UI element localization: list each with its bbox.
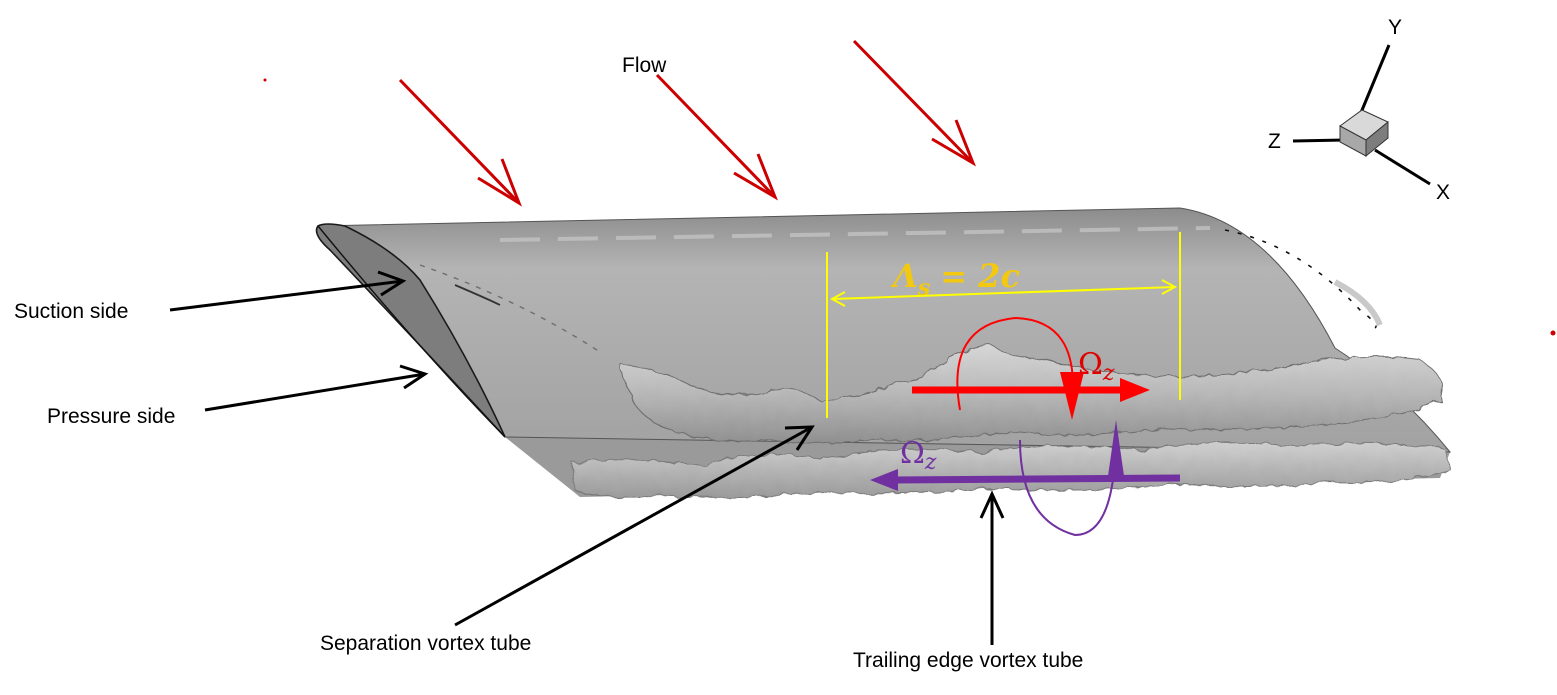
- pressure-side-pointer: [204, 372, 426, 412]
- trailing-edge-vortex-tube: [571, 442, 1451, 498]
- surface-streak: [419, 264, 601, 353]
- flow-label: Flow: [622, 54, 667, 77]
- pressure-side-label: Pressure side: [47, 405, 175, 428]
- axis-triad-cube-icon: [1339, 109, 1389, 158]
- arrow-head-icon: [1108, 420, 1124, 476]
- arrow-head-icon: [399, 364, 429, 390]
- stray-dot: [1550, 330, 1556, 336]
- arrow-head-icon: [829, 291, 846, 307]
- arrow-head-icon: [377, 270, 407, 297]
- lower-omega-vector: [894, 474, 1181, 484]
- flow-arrow-2: [655, 73, 777, 199]
- arrow-head-icon: [1161, 279, 1178, 295]
- lower-omega-label: Ωz: [900, 436, 937, 475]
- spacing-label: Λs= 2c: [890, 257, 1020, 301]
- flow-arrows: [398, 39, 976, 207]
- arrow-head-icon: [931, 119, 976, 167]
- arrow-head-icon: [870, 469, 898, 491]
- spacing-dimension-line: [831, 286, 1176, 300]
- surface-streak: [1333, 279, 1383, 327]
- z-axis-line: [1292, 138, 1346, 143]
- arrow-head-icon: [784, 425, 815, 451]
- wing-tip-edge: [317, 225, 506, 438]
- wing-tip-profile: [315, 223, 506, 438]
- separation-vortex-pointer: [454, 425, 813, 627]
- z-axis-label: Z: [1268, 130, 1281, 153]
- callout-arrows: [169, 270, 1005, 645]
- arrow-head-icon: [477, 158, 522, 207]
- lower-rotation-indicator: Ωz: [870, 420, 1181, 537]
- suction-side-label: Suction side: [14, 300, 128, 323]
- stray-dot: [263, 78, 267, 82]
- arrow-head-icon: [1060, 372, 1084, 420]
- axis-triad: Y Z X: [1268, 16, 1450, 204]
- y-axis-label: Y: [1388, 16, 1402, 39]
- arrow-head-icon: [733, 153, 778, 201]
- separation-vortex-tube-label: Separation vortex tube: [320, 632, 531, 655]
- trailing-edge-vortex-tube-label: Trailing edge vortex tube: [853, 649, 1083, 672]
- surface-streak: [454, 284, 501, 306]
- flow-arrow-3: [852, 39, 975, 165]
- x-axis-line: [1374, 148, 1431, 186]
- x-axis-label: X: [1436, 181, 1450, 204]
- arrow-head-icon: [1120, 378, 1150, 402]
- flow-arrow-1: [398, 78, 521, 205]
- separation-vortex-tube: [621, 344, 1443, 445]
- y-axis-line: [1358, 44, 1391, 116]
- rotation-arrow-icon: [956, 316, 1074, 411]
- surface-streak: [499, 226, 1211, 242]
- suction-side-pointer: [169, 279, 404, 312]
- spacing-marker: [826, 232, 1181, 418]
- arrow-head-icon: [979, 490, 1005, 519]
- upper-rotation-indicator: Ωz: [912, 316, 1150, 420]
- upper-omega-label: Ωz: [1078, 347, 1115, 386]
